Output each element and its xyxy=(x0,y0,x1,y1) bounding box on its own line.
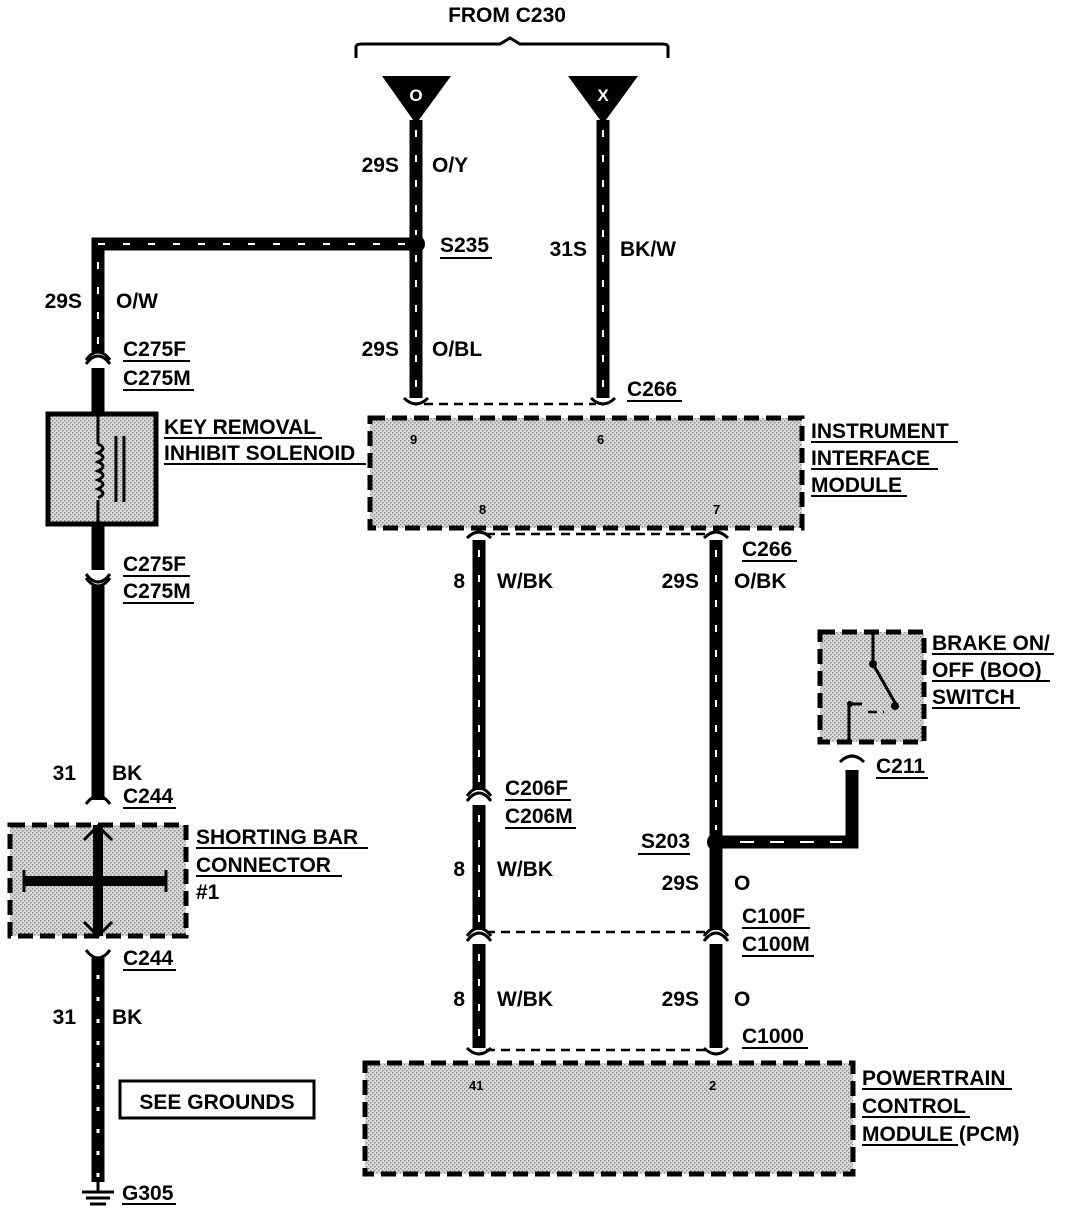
iim-pin-7: 7 xyxy=(713,502,720,517)
circuit-8-wbk-b-num: 8 xyxy=(453,858,465,881)
circuit-31s-bkw-num: 31S xyxy=(550,238,587,261)
see-grounds-box xyxy=(118,1079,316,1120)
pcm-pin-41: 41 xyxy=(469,1078,483,1093)
connector-c1000: C1000 xyxy=(742,1025,804,1048)
circuit-29s-ow-num: 29S xyxy=(45,290,82,313)
pcm-line2: CONTROL xyxy=(862,1095,966,1118)
pcm-line3: MODULE (PCM) xyxy=(862,1123,1019,1146)
ground-icon xyxy=(82,1182,114,1206)
splice-s235-dot xyxy=(407,235,425,253)
circuit-29s-o-b-color: O xyxy=(734,988,750,1011)
circuit-8-wbk-c-num: 8 xyxy=(453,988,465,1011)
key-removal-solenoid xyxy=(45,411,159,527)
connector-c275m-bottom: C275M xyxy=(123,580,191,603)
circuit-31-bk-b-color: BK xyxy=(112,1006,142,1029)
key-removal-line1: KEY REMOVAL xyxy=(164,416,316,439)
brake-line3: SWITCH xyxy=(932,686,1015,709)
ground-label: G305 xyxy=(122,1182,174,1205)
circuit-31-bk-b-num: 31 xyxy=(53,1006,77,1029)
circuit-31-bk-a-color: BK xyxy=(112,762,142,785)
iim-pin-8: 8 xyxy=(479,502,486,517)
connector-c100f: C100F xyxy=(742,905,805,928)
connector-c244-top: C244 xyxy=(123,785,174,808)
from-c230-label: FROM C230 xyxy=(448,4,566,27)
connector-c206m: C206M xyxy=(505,805,573,828)
circuit-29s-o-a-num: 29S xyxy=(662,872,699,895)
brake-line1: BRAKE ON/ xyxy=(932,632,1050,655)
circuit-8-wbk-b-color: W/BK xyxy=(497,858,553,881)
circuit-29s-o-b-num: 29S xyxy=(662,988,699,1011)
circuit-8-wbk-a-num: 8 xyxy=(453,570,465,593)
circuit-29s-oy-color: O/Y xyxy=(432,154,468,177)
circuit-29s-obl-color: O/BL xyxy=(432,338,482,361)
see-grounds-label: SEE GROUNDS xyxy=(139,1091,294,1114)
wires xyxy=(91,120,859,1182)
circuit-29s-obk-num: 29S xyxy=(662,570,699,593)
circuit-29s-obk-color: O/BK xyxy=(734,570,787,593)
connector-c275f-top: C275F xyxy=(123,338,186,361)
connector-c100m: C100M xyxy=(742,933,810,956)
svg-text:O: O xyxy=(409,86,422,105)
brake-switch xyxy=(817,629,927,745)
connector-c244-bottom: C244 xyxy=(123,947,174,970)
header-brace xyxy=(354,36,670,58)
terminal-o: O xyxy=(382,76,451,124)
connector-c266-bottom: C266 xyxy=(742,538,792,561)
connector-c206f: C206F xyxy=(505,777,568,800)
connector-c275f-bottom: C275F xyxy=(123,553,186,576)
connector-c211: C211 xyxy=(876,755,925,778)
circuit-8-wbk-a-color: W/BK xyxy=(497,570,553,593)
connector-c275m-top: C275M xyxy=(123,367,191,390)
pcm-line1: POWERTRAIN xyxy=(862,1067,1006,1090)
brake-line2: OFF (BOO) xyxy=(932,659,1042,682)
instrument-line1: INSTRUMENT xyxy=(811,420,949,443)
pcm-box xyxy=(362,1060,856,1177)
instrument-interface-module-box xyxy=(367,415,805,531)
circuit-31-bk-a-num: 31 xyxy=(53,762,77,785)
shorting-line3: #1 xyxy=(196,881,220,904)
key-removal-line2: INHIBIT SOLENOID xyxy=(164,442,355,465)
circuit-29s-o-a-color: O xyxy=(734,872,750,895)
svg-text:X: X xyxy=(597,86,609,105)
circuit-29s-ow-color: O/W xyxy=(116,290,158,313)
splice-s203-dot xyxy=(707,833,725,851)
pcm-pin-2: 2 xyxy=(709,1078,716,1093)
splice-s235-label: S235 xyxy=(440,234,489,257)
shorting-line2: CONNECTOR xyxy=(196,854,331,877)
instrument-line2: INTERFACE xyxy=(811,447,930,470)
splice-s203-label: S203 xyxy=(641,830,690,853)
connector-c266-top: C266 xyxy=(627,378,677,401)
iim-pin-9: 9 xyxy=(410,432,417,447)
shorting-bar-connector xyxy=(7,822,189,939)
circuit-8-wbk-c-color: W/BK xyxy=(497,988,553,1011)
iim-pin-6: 6 xyxy=(597,432,604,447)
circuit-29s-obl-num: 29S xyxy=(362,338,399,361)
instrument-line3: MODULE xyxy=(811,474,902,497)
circuit-29s-oy-num: 29S xyxy=(362,154,399,177)
terminal-x: X xyxy=(568,76,638,124)
wire-s203-c211 xyxy=(716,770,859,849)
shorting-line1: SHORTING BAR xyxy=(196,826,358,849)
circuit-31s-bkw-color: BK/W xyxy=(620,238,676,261)
